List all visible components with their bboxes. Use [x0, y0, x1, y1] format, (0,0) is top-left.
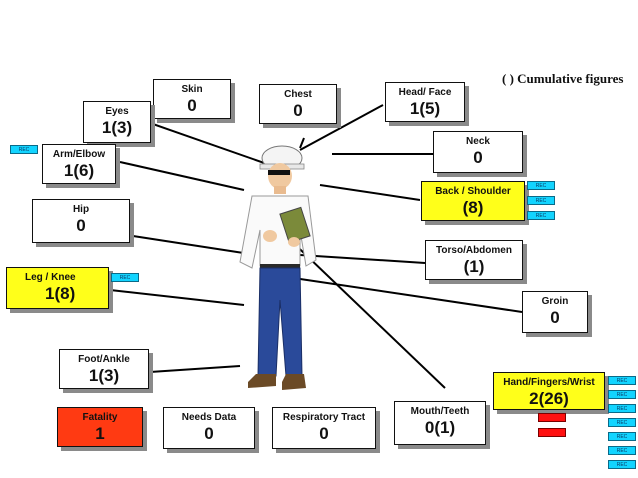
box-hip: Hip 0: [32, 199, 130, 243]
box-arm-elbow: Arm/Elbow 1(6): [42, 144, 116, 184]
box-label: Groin: [541, 296, 569, 307]
box-label: Leg / Knee: [25, 272, 76, 283]
rec-tag[interactable]: REC: [608, 376, 636, 385]
box-label: Torso/Abdomen: [436, 245, 512, 256]
box-label: Hip: [72, 204, 90, 215]
box-chest: Chest 0: [259, 84, 337, 124]
rec-tag[interactable]: REC: [608, 446, 636, 455]
box-label: Neck: [466, 136, 490, 147]
box-value: 0: [204, 424, 214, 443]
box-value: 0: [550, 308, 560, 327]
box-label: Foot/Ankle: [78, 354, 130, 365]
box-head-face: Head/ Face 1(5): [385, 82, 465, 122]
legend-cumulative-figures: ( ) Cumulative figures: [502, 71, 624, 86]
box-torso-abdomen: Torso/Abdomen (1): [425, 240, 523, 280]
box-label: Arm/Elbow: [52, 149, 106, 160]
box-groin: Groin 0: [522, 291, 588, 333]
box-value: 1(8): [45, 284, 76, 303]
box-respiratory-tract: Respiratory Tract 0: [272, 407, 376, 449]
box-label: Skin: [181, 84, 203, 95]
box-label: Chest: [284, 89, 312, 100]
box-value: 1(5): [409, 99, 441, 118]
box-back-shoulder: Back / Shoulder (8): [421, 181, 525, 221]
box-foot-ankle: Foot/Ankle 1(3): [59, 349, 149, 389]
box-value: 1(3): [88, 366, 120, 385]
box-value: (1): [463, 257, 485, 276]
box-value: 0: [319, 424, 329, 443]
rec-tag[interactable]: REC: [10, 145, 38, 154]
rec-tag[interactable]: REC: [527, 196, 555, 205]
rec-tag[interactable]: REC: [527, 211, 555, 220]
box-eyes: Eyes 1(3): [83, 101, 151, 143]
box-label: Head/ Face: [398, 87, 452, 98]
box-value: 0: [76, 216, 86, 235]
box-value: 0(1): [424, 418, 456, 437]
box-label: Fatality: [82, 412, 118, 423]
box-value: 0: [293, 101, 303, 120]
rec-tag[interactable]: REC: [111, 273, 139, 282]
rec-fatal-tag[interactable]: [538, 413, 566, 422]
rec-tag[interactable]: REC: [608, 460, 636, 469]
box-needs-data: Needs Data 0: [163, 407, 255, 449]
box-value: 1: [95, 424, 105, 443]
rec-tag[interactable]: REC: [608, 390, 636, 399]
box-leg-knee: Leg / Knee 1(8): [6, 267, 109, 309]
box-label: Mouth/Teeth: [410, 406, 470, 417]
box-value: (8): [462, 198, 484, 217]
box-value: 1(3): [101, 118, 133, 137]
rec-tag[interactable]: REC: [608, 418, 636, 427]
rec-tag[interactable]: REC: [608, 432, 636, 441]
box-value: 2(26): [529, 389, 569, 408]
box-label: Eyes: [105, 106, 129, 117]
box-fatality: Fatality 1: [57, 407, 143, 447]
box-value: 0: [187, 96, 197, 115]
box-value: 1(6): [63, 161, 95, 180]
box-label: Back / Shoulder: [435, 186, 511, 197]
box-neck: Neck 0: [433, 131, 523, 173]
rec-tag[interactable]: REC: [608, 404, 636, 413]
rec-fatal-tag[interactable]: [538, 428, 566, 437]
worker-illustration: [239, 145, 317, 390]
rec-tag[interactable]: REC: [527, 181, 555, 190]
box-hand-fingers-wrist: Hand/Fingers/Wrist 2(26): [493, 372, 605, 410]
box-skin: Skin 0: [153, 79, 231, 119]
box-mouth-teeth: Mouth/Teeth 0(1): [394, 401, 486, 445]
box-label: Respiratory Tract: [282, 412, 366, 423]
box-label: Needs Data: [181, 412, 237, 423]
box-label: Hand/Fingers/Wrist: [503, 377, 595, 388]
box-value: 0: [473, 148, 483, 167]
